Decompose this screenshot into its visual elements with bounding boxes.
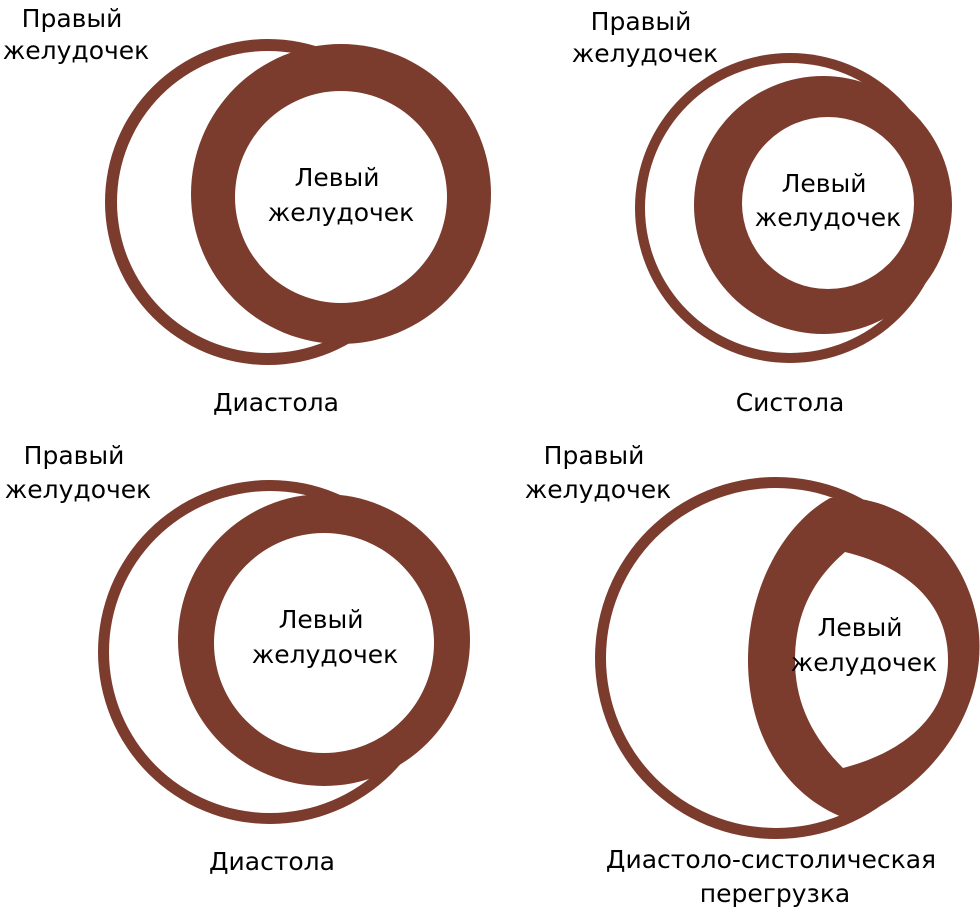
left-ventricle-cavity — [235, 91, 447, 303]
left-ventricle-cavity — [795, 552, 948, 768]
panel-overload: Правый желудочек Левый желудочек Диастол… — [525, 441, 980, 908]
caption-line-1: Диастоло-систолическая — [606, 845, 936, 874]
caption: Диастоло-систолическая перегрузка — [606, 845, 944, 908]
lv-label-line-1: Левый — [279, 605, 364, 634]
rv-label-line-2: желудочек — [525, 475, 672, 504]
lv-label-line-2: желудочек — [755, 203, 902, 232]
rv-label-line-1: Правый — [591, 7, 692, 36]
lv-label-line-2: желудочек — [791, 648, 938, 677]
rv-label: Правый желудочек — [3, 4, 150, 65]
lv-label-line-1: Левый — [818, 613, 903, 642]
caption-line-1: Диастола — [213, 388, 339, 417]
rv-label: Правый желудочек — [5, 441, 152, 504]
caption: Диастола — [213, 388, 339, 417]
rv-label-line-1: Правый — [24, 441, 125, 470]
lv-label: Левый желудочек — [268, 163, 415, 227]
lv-label-line-2: желудочек — [252, 640, 399, 669]
caption-line-1: Систола — [736, 388, 845, 417]
left-ventricle-cavity — [214, 533, 434, 753]
caption-line-1: Диастола — [209, 847, 335, 876]
rv-label-line-1: Правый — [544, 441, 645, 470]
lv-label: Левый желудочек — [252, 605, 399, 669]
panel-diastole-bottom: Правый желудочек Левый желудочек Диастол… — [5, 441, 470, 876]
lv-label-line-2: желудочек — [268, 198, 415, 227]
lv-label-line-1: Левый — [782, 169, 867, 198]
caption: Систола — [736, 388, 845, 417]
rv-label-line-2: желудочек — [572, 39, 719, 68]
lv-label: Левый желудочек — [791, 613, 938, 677]
left-ventricle-cavity — [742, 117, 914, 289]
rv-label-line-2: желудочек — [5, 475, 152, 504]
caption: Диастола — [209, 847, 335, 876]
rv-label-line-1: Правый — [22, 4, 123, 33]
rv-label: Правый желудочек — [525, 441, 672, 504]
rv-label: Правый желудочек — [572, 7, 719, 68]
panel-diastole-top: Правый желудочек Левый желудочек Диастол… — [3, 4, 491, 417]
rv-label-line-2: желудочек — [3, 36, 150, 65]
caption-line-2: перегрузка — [700, 879, 851, 908]
lv-label-line-1: Левый — [295, 163, 380, 192]
panel-systole: Правый желудочек Левый желудочек Систола — [572, 7, 952, 417]
lv-label: Левый желудочек — [755, 169, 902, 232]
